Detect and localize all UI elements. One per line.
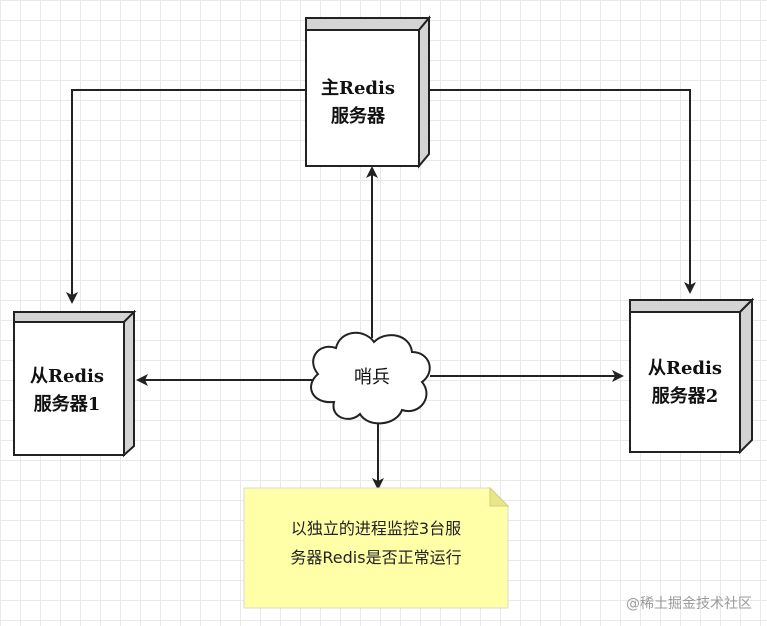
note-line1: 以独立的进程监控3台服 xyxy=(291,519,461,538)
sentinel-cloud: 哨兵 xyxy=(310,332,431,425)
note-box: 以独立的进程监控3台服 务器Redis是否正常运行 xyxy=(243,486,510,609)
note-fold xyxy=(489,486,510,507)
slave2-label-line1: 从Redis xyxy=(648,358,722,379)
slave1-label-line1: 从Redis xyxy=(30,366,104,387)
slave2-label-line2: 服务器2 xyxy=(652,385,719,407)
note-shape xyxy=(243,487,509,609)
slave1-label-line2: 服务器1 xyxy=(34,393,101,415)
cloud-shape xyxy=(310,332,431,425)
master-server-box: 主Redis 服务器 xyxy=(305,15,432,169)
slave2-server-box: 从Redis 服务器2 xyxy=(629,297,755,455)
note-line2: 务器Redis是否正常运行 xyxy=(290,548,461,567)
connectors xyxy=(66,89,696,490)
master-label-line2: 服务器 xyxy=(331,105,386,127)
slave1-server-box: 从Redis 服务器1 xyxy=(13,309,137,458)
arrow-master-to-slave1 xyxy=(66,89,305,304)
watermark: @稀土掘金技术社区 xyxy=(626,596,752,612)
arrow-master-to-slave2 xyxy=(430,89,696,294)
master-label-line1: 主Redis xyxy=(321,77,395,99)
sentinel-label: 哨兵 xyxy=(354,367,390,388)
